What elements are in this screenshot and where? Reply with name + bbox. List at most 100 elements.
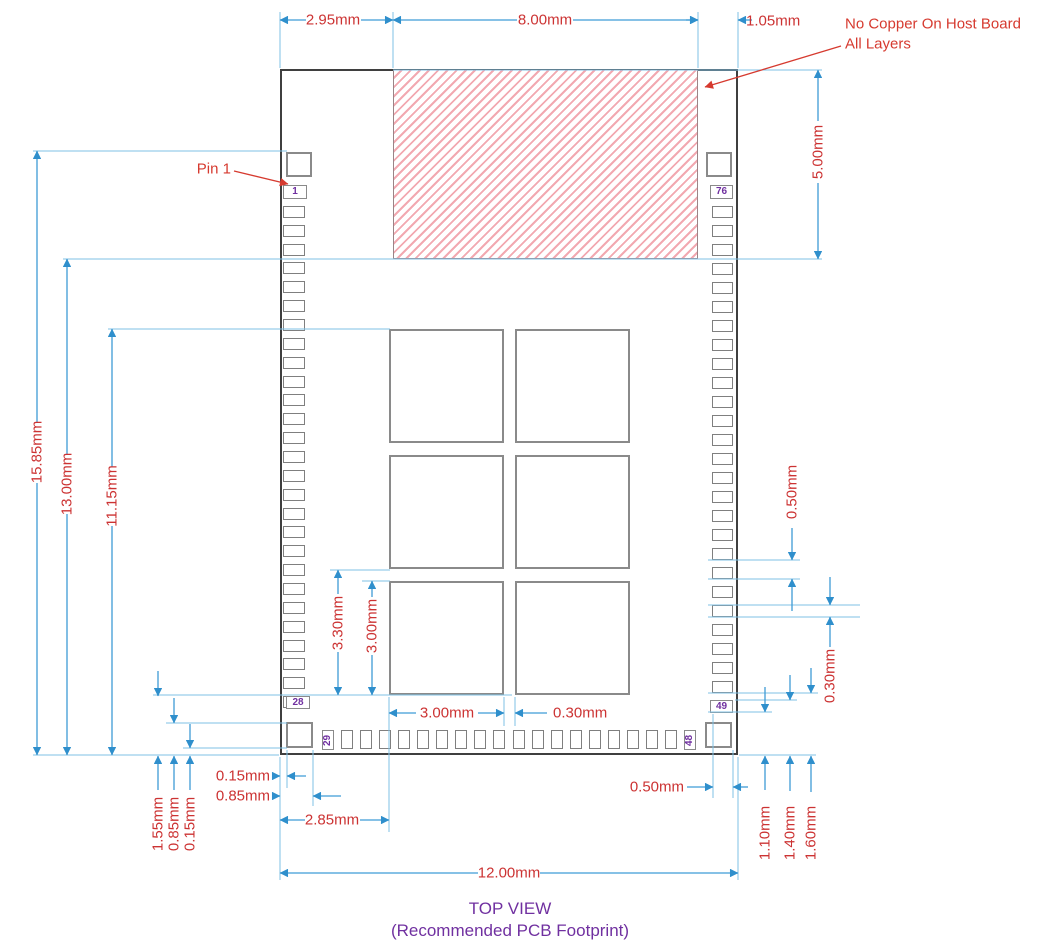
thermal-pad-r2c1 (389, 455, 504, 569)
pin-badge-49: 49 (710, 700, 733, 713)
pad-right-52 (712, 643, 733, 655)
pad-left-23 (283, 602, 305, 614)
pad-left-2 (283, 206, 305, 218)
dim-label-13-00: 13.00mm (59, 453, 76, 516)
pad-right-69 (712, 320, 733, 332)
no-copper-callout: No Copper On Host Board All Layers (704, 16, 1021, 89)
dim-bl-0-85mm: 0.85mm (216, 788, 341, 805)
pad-left-25 (283, 640, 305, 652)
pad-bottom-31 (360, 730, 372, 749)
pin-badge-28: 28 (286, 696, 310, 709)
corner-pad-top-right (706, 152, 732, 177)
pad-left-12 (283, 394, 305, 406)
dim-bl-0-15mm-v: 0.15mm (182, 724, 199, 851)
pad-left-8 (283, 319, 305, 331)
dim-left-13-00mm: 13.00mm (59, 258, 76, 756)
dim-bl-0-85mm-v: 0.85mm (166, 698, 183, 851)
pad-right-73 (712, 244, 733, 256)
pad-bottom-43 (589, 730, 601, 749)
view-subtitle: (Recommended PCB Footprint) (390, 921, 630, 940)
thermal-pad-r1c1 (389, 329, 504, 443)
dim-right-pad-pitch-0-50mm: 0.50mm (784, 465, 801, 611)
dim-label-2-95: 2.95mm (306, 12, 360, 29)
dim-left-15-85mm: 15.85mm (29, 150, 46, 756)
dim-label-2-85: 2.85mm (305, 812, 359, 829)
pad-right-60 (712, 491, 733, 503)
pad-left-24 (283, 621, 305, 633)
pad-bottom-33 (398, 730, 410, 749)
dim-bl-1-55mm-v: 1.55mm (150, 671, 167, 851)
thermal-pad-r3c1 (389, 581, 504, 695)
pad-left-19 (283, 526, 305, 538)
dim-bottom-12-00mm: 12.00mm (279, 865, 739, 882)
dim-label-0-15-v: 0.15mm (182, 797, 199, 851)
dim-bl-2-85mm: 2.85mm (279, 812, 390, 829)
pad-bottom-36 (455, 730, 467, 749)
pad-right-71 (712, 282, 733, 294)
dim-right-pad-height-0-30mm: 0.30mm (822, 577, 839, 703)
dim-bl-0-15mm: 0.15mm (216, 768, 306, 785)
pad-left-7 (283, 300, 305, 312)
dim-br-0-50mm: 0.50mm (630, 779, 748, 796)
pad-left-17 (283, 489, 305, 501)
pad-left-22 (283, 583, 305, 595)
dim-label-1-40: 1.40mm (782, 806, 799, 860)
pad-right-70 (712, 301, 733, 313)
pad-left-26 (283, 658, 305, 670)
pad-bottom-35 (436, 730, 448, 749)
pad-left-10 (283, 357, 305, 369)
pin-badge-48: 48 (684, 730, 696, 750)
dim-label-0-50-b: 0.50mm (630, 779, 684, 796)
pad-bottom-32 (379, 730, 391, 749)
pad-left-9 (283, 338, 305, 350)
pad-right-58 (712, 529, 733, 541)
pad-right-59 (712, 510, 733, 522)
dim-label-0-85-v: 0.85mm (166, 797, 183, 851)
pad-bottom-38 (493, 730, 505, 749)
pad-left-18 (283, 508, 305, 520)
thermal-pad-r3c2 (515, 581, 630, 695)
pad-right-72 (712, 263, 733, 275)
pad-right-56 (712, 567, 733, 579)
pad-left-20 (283, 545, 305, 557)
corner-pad-top-left (286, 152, 312, 177)
dim-top-8-00mm: 8.00mm (392, 12, 699, 29)
dim-br-1-60mm-v: 1.60mm (803, 668, 820, 860)
thermal-pad-r1c2 (515, 329, 630, 443)
pad-right-65 (712, 396, 733, 408)
pad-right-74 (712, 225, 733, 237)
pad-right-61 (712, 472, 733, 484)
pad-bottom-46 (646, 730, 658, 749)
dim-label-5-00: 5.00mm (810, 125, 827, 179)
dim-left-11-15mm: 11.15mm (104, 328, 121, 756)
pad-right-62 (712, 453, 733, 465)
pad-left-15 (283, 451, 305, 463)
view-title: TOP VIEW (468, 899, 552, 918)
pad-right-53 (712, 624, 733, 636)
dim-label-12-00: 12.00mm (478, 865, 541, 882)
pad-bottom-44 (608, 730, 620, 749)
dim-label-1-60: 1.60mm (803, 806, 820, 860)
pad-left-27 (283, 677, 305, 689)
dim-label-15-85: 15.85mm (29, 421, 46, 484)
dim-label-1-05: 1.05mm (746, 13, 800, 30)
pad-bottom-41 (551, 730, 563, 749)
dim-label-11-15: 11.15mm (104, 465, 121, 526)
pad-bottom-30 (341, 730, 353, 749)
pad-left-14 (283, 432, 305, 444)
pad-bottom-47 (665, 730, 677, 749)
pad-right-63 (712, 434, 733, 446)
dim-br-1-10mm-v: 1.10mm (757, 687, 774, 860)
pad-right-75 (712, 206, 733, 218)
pad-bottom-34 (417, 730, 429, 749)
dim-label-0-15: 0.15mm (216, 768, 270, 785)
dim-label-0-30-pad: 0.30mm (822, 649, 839, 703)
pad-right-51 (712, 662, 733, 674)
pad-bottom-37 (474, 730, 486, 749)
dim-label-8-00: 8.00mm (518, 12, 572, 29)
pad-right-66 (712, 377, 733, 389)
pin-badge-1: 1 (283, 185, 307, 199)
pin-badge-29: 29 (322, 730, 334, 750)
dim-label-1-10: 1.10mm (757, 806, 774, 860)
